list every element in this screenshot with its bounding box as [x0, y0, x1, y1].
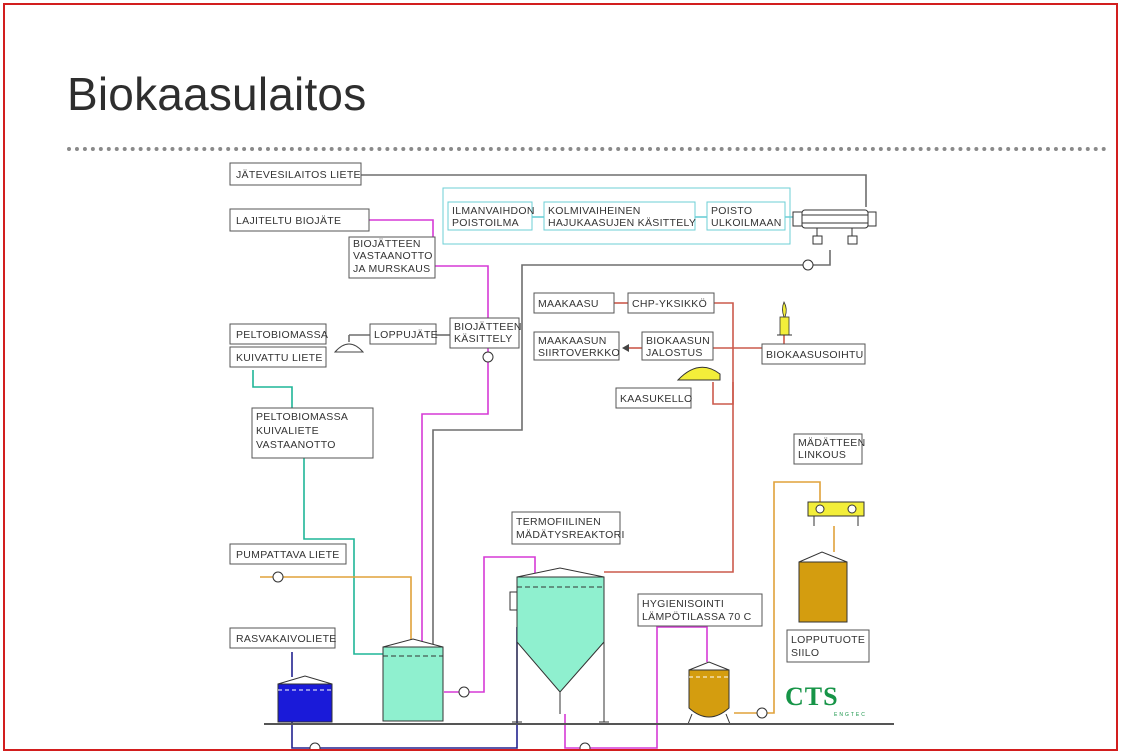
pipe-magenta-3 [444, 556, 536, 693]
label-kuivattu: KUIVATTU LIETE [236, 352, 323, 364]
box-biokaasusoihtu: BIOKAASUSOIHTU [761, 343, 866, 365]
label-soihtu: BIOKAASUSOIHTU [766, 349, 864, 361]
box-kuivattu: KUIVATTU LIETE [229, 346, 327, 368]
box-termofiilinen: TERMOFIILINEN MÄDÄTYSREAKTORI [511, 511, 625, 545]
box-pelto-vastaanotto: PELTOBIOMASSA KUIVALIETE VASTAANOTTO [251, 407, 374, 459]
box-jatevesi: JÄTEVESILAITOS LIETE [229, 162, 362, 186]
biogas-process-diagram: JÄTEVESILAITOS LIETE LAJITELTU BIOJÄTE B… [229, 162, 894, 749]
box-pumpattava: PUMPATTAVA LIETE [229, 543, 347, 565]
grease-tank-icon [277, 675, 333, 723]
box-biojatteen-kasittely: BIOJÄTTEEN KÄSITTELY [449, 317, 522, 349]
label-lopputuote-1: LOPPUTUOTE [791, 634, 865, 646]
label-poisto-2: ULKOILMAAN [711, 217, 782, 229]
label-ilman-1: ILMANVAIHDON [452, 205, 535, 217]
box-kolmivaiheinen: KOLMIVAIHEINEN HAJUKAASUJEN KÄSITTELY [543, 201, 696, 231]
title-separator [67, 147, 1107, 151]
pump-circle [309, 742, 321, 749]
label-hyg-1: HYGIENISOINTI [642, 598, 724, 610]
flare-icon [777, 301, 792, 336]
label-chp: CHP-YKSIKKÖ [632, 298, 707, 310]
gasholder-icon [676, 366, 721, 381]
slide-title: Biokaasulaitos [67, 68, 367, 120]
label-pelto-vast-2: KUIVALIETE [256, 425, 319, 437]
arrow-head [622, 344, 629, 352]
pipe-teal-1 [252, 370, 293, 408]
pump-circle [482, 351, 494, 363]
label-jalostus-1: BIOKAASUN [646, 335, 710, 347]
pump-circle [802, 259, 814, 271]
box-maakaasu: MAAKAASU [533, 292, 615, 314]
box-poisto: POISTO ULKOILMAAN [706, 201, 786, 231]
label-bio-kas-2: KÄSITTELY [454, 333, 513, 345]
reactor-icon [509, 567, 609, 723]
label-pelto-vast-3: VASTAANOTTO [256, 439, 336, 451]
box-lajiteltu: LAJITELTU BIOJÄTE [229, 208, 370, 232]
pump-circle [756, 707, 768, 719]
pipe-magenta-1 [432, 265, 489, 318]
box-chp: CHP-YKSIKKÖ [627, 292, 715, 314]
cts-logo: CTS ENGTEC [785, 682, 867, 718]
slide-frame: Biokaasulaitos [3, 3, 1118, 751]
label-siirto-1: MAAKAASUN [538, 335, 607, 347]
pump-circle [458, 686, 470, 698]
pipe-grey-return [432, 250, 831, 704]
pipe-teal-2 [303, 457, 383, 655]
box-ilmanvaihdon: ILMANVAIHDON POISTOILMA [447, 201, 535, 231]
pipe-magenta-2 [421, 348, 489, 704]
label-kolmi-1: KOLMIVAIHEINEN [548, 205, 641, 217]
pump-circle [579, 742, 591, 749]
centrifuge-icon [807, 501, 865, 526]
label-termo-2: MÄDÄTYSREAKTORI [516, 529, 625, 541]
box-kaasukello: KAASUKELLO [615, 387, 692, 409]
box-linkous: MÄDÄTTEEN LINKOUS [793, 433, 865, 465]
label-ilman-2: POISTOILMA [452, 217, 519, 229]
label-bio-vast-2: VASTAANOTTO [353, 250, 433, 262]
label-peltobiomassa: PELTOBIOMASSA [236, 329, 328, 341]
waste-heap-icon [333, 343, 365, 353]
label-jalostus-2: JALOSTUS [646, 347, 703, 359]
label-bio-vast-1: BIOJÄTTEEN [353, 238, 421, 250]
box-loppujate: LOPPUJÄTE [369, 323, 438, 345]
label-siirto-2: SIIRTOVERKKO [538, 347, 620, 359]
label-hyg-2: LÄMPÖTILASSA 70 C [642, 611, 752, 623]
label-bio-kas-1: BIOJÄTTEEN [454, 321, 522, 333]
box-biojatteen-vastaanotto: BIOJÄTTEEN VASTAANOTTO JA MURSKAUS [348, 236, 436, 279]
pumps [272, 259, 814, 749]
pipe-gas-4 [712, 382, 734, 405]
logo-subtext: ENGTEC [834, 712, 867, 718]
box-siirtoverkko: MAAKAASUN SIIRTOVERKKO [533, 331, 620, 361]
pipe-gas-1 [604, 302, 734, 573]
label-loppujate: LOPPUJÄTE [374, 329, 438, 341]
pipe-magenta-biowaste [369, 219, 434, 237]
label-pelto-vast-1: PELTOBIOMASSA [256, 411, 348, 423]
pipe-magenta-4 [564, 626, 708, 749]
box-rasvakaivoliete: RASVAKAIVOLIETE [229, 627, 337, 649]
product-silo-icon [798, 526, 848, 623]
label-rasva: RASVAKAIVOLIETE [236, 633, 337, 645]
label-kaasukello: KAASUKELLO [620, 393, 692, 405]
pipe-orange-pump [260, 576, 412, 642]
box-lopputuote: LOPPUTUOTE SIILO [786, 629, 870, 663]
box-peltobiomassa: PELTOBIOMASSA [229, 323, 328, 345]
label-kolmi-2: HAJUKAASUJEN KÄSITTELY [548, 217, 696, 229]
label-maakaasu: MAAKAASU [538, 298, 599, 310]
box-jalostus: BIOKAASUN JALOSTUS [641, 331, 714, 361]
label-jatevesi: JÄTEVESILAITOS LIETE [236, 169, 361, 181]
label-pumpattava: PUMPATTAVA LIETE [236, 549, 340, 561]
label-linkous-2: LINKOUS [798, 449, 846, 461]
label-termo-1: TERMOFIILINEN [516, 516, 601, 528]
pipe-grey-sludge [361, 174, 867, 207]
box-hygienisointi: HYGIENISOINTI LÄMPÖTILASSA 70 C [637, 593, 763, 627]
label-bio-vast-3: JA MURSKAUS [353, 263, 430, 275]
scrubber-icon [792, 209, 877, 245]
label-lopputuote-2: SIILO [791, 647, 819, 659]
logo-text: CTS [785, 682, 839, 711]
label-poisto-1: POISTO [711, 205, 752, 217]
label-lajiteltu: LAJITELTU BIOJÄTE [236, 215, 341, 227]
label-linkous-1: MÄDÄTTEEN [798, 437, 865, 449]
mixing-tank-icon [382, 638, 444, 722]
pump-circle [272, 571, 284, 583]
hygienisation-tank-icon [687, 661, 731, 725]
odor-treatment-frame [442, 187, 791, 245]
